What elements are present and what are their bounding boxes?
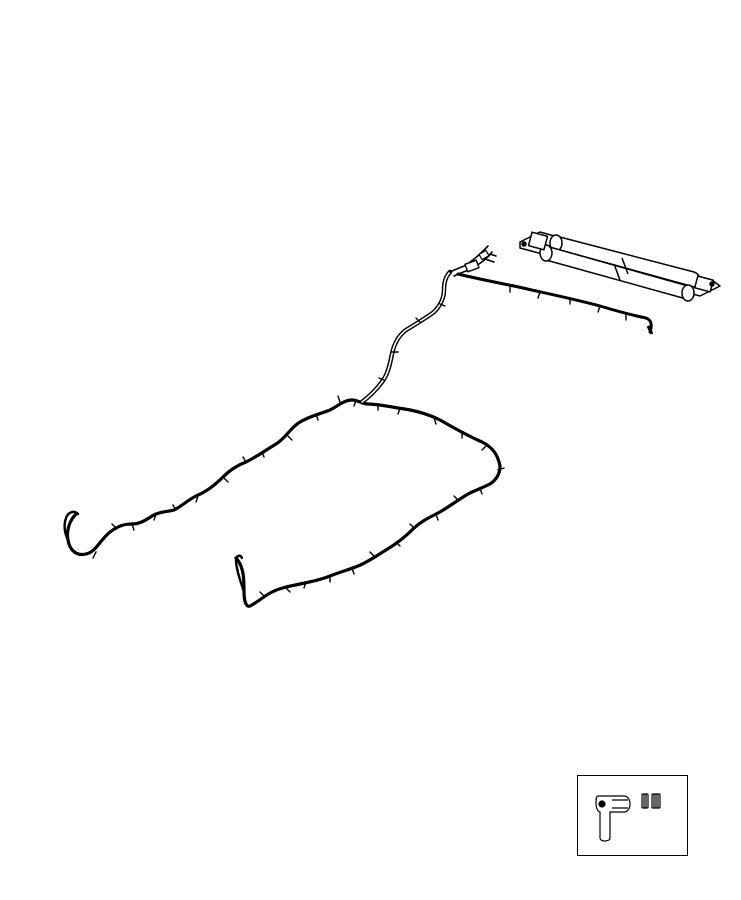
harness-riser-core	[361, 271, 451, 403]
harness-clips	[92, 285, 627, 597]
connector-inset	[577, 775, 688, 856]
harness-lower-hook	[234, 554, 246, 594]
harness-riser-outline	[359, 269, 453, 405]
harness-main-run	[65, 398, 502, 608]
harness-end-connector	[646, 325, 654, 335]
elbow-connector-icon	[595, 795, 631, 842]
harness-left-hook	[63, 510, 80, 542]
canister-seam	[613, 257, 629, 281]
connector-inset-drawing	[595, 793, 661, 842]
canister-assembly	[519, 231, 721, 302]
o-ring-icon	[641, 793, 649, 809]
mount-hole-left	[521, 241, 527, 247]
junction-connector-2	[478, 249, 490, 261]
harness-tube	[63, 245, 653, 608]
junction-wires	[449, 245, 497, 277]
mount-hole-right	[709, 281, 715, 287]
junction-connector	[464, 259, 480, 273]
end-cap-left	[527, 231, 549, 251]
harness-right-run	[456, 272, 653, 334]
